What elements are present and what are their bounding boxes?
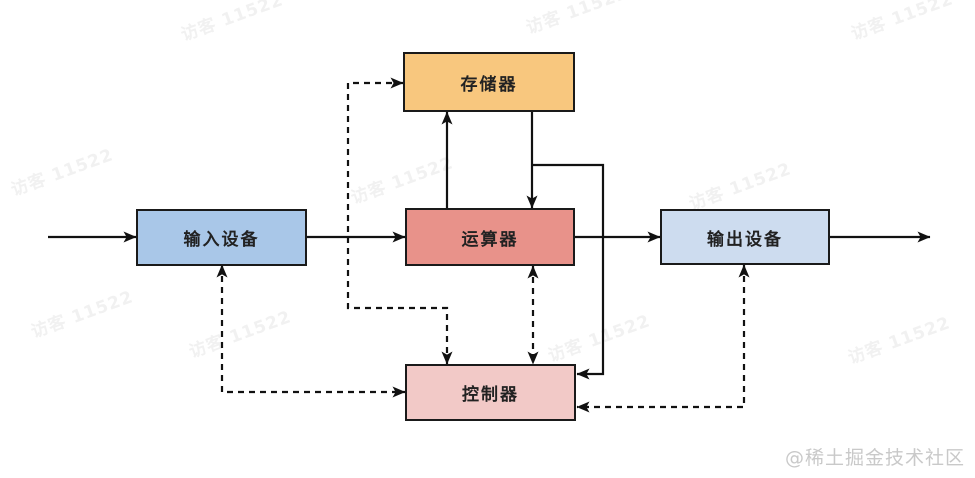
node-alu-label: 运算器 [461, 229, 519, 250]
node-controller-label: 控制器 [462, 385, 519, 405]
node-memory: 存储器 [403, 52, 575, 112]
node-input-device-label: 输入设备 [183, 230, 260, 250]
edge-memory-branch-to-controller [532, 163, 605, 380]
node-memory-label: 存储器 [460, 74, 518, 95]
site-watermark-credit: @稀土掘金技术社区 [784, 447, 965, 469]
edge-output-controller-dashed [576, 264, 750, 413]
edge-input-controller-dashed [216, 264, 406, 398]
node-input-device: 输入设备 [136, 209, 307, 266]
node-alu: 运算器 [405, 208, 575, 266]
node-controller: 控制器 [405, 364, 576, 421]
node-output-device-label: 输出设备 [707, 229, 783, 250]
node-output-device: 输出设备 [660, 209, 830, 265]
